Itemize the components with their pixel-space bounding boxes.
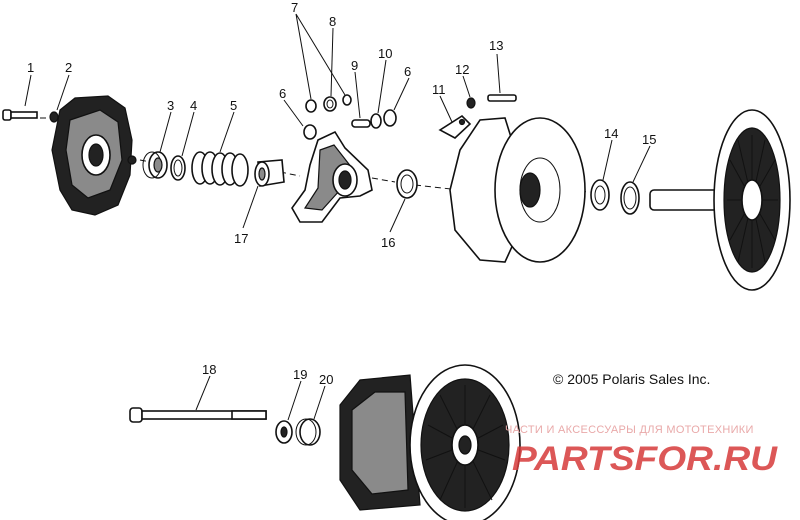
callout-9: 9 <box>351 58 358 73</box>
part-assembled-clutch <box>339 364 521 520</box>
callout-13: 13 <box>489 38 503 53</box>
callout-2: 2 <box>65 60 72 75</box>
callout-20: 20 <box>319 372 333 387</box>
callout-15: 15 <box>642 132 656 147</box>
part-bolt-18 <box>129 407 267 423</box>
watermark-logo-text: PARTSFOR.RU <box>512 440 779 478</box>
callout-19: 19 <box>293 367 307 382</box>
callout-18: 18 <box>202 362 216 377</box>
watermark-tagline: ЧАСТИ И АКСЕССУАРЫ ДЛЯ МОТОТЕХНИКИ <box>505 424 754 436</box>
part-pin-9 <box>351 119 371 128</box>
part-ring-16 <box>396 169 418 199</box>
part-bushing-3 <box>142 151 168 179</box>
part-flyweight-11 <box>438 114 472 139</box>
callout-4: 4 <box>190 98 197 113</box>
part-roller-6-left <box>303 124 317 140</box>
part-ring-4 <box>170 155 186 181</box>
leader-lines <box>24 13 651 421</box>
callout-16: 16 <box>381 235 395 250</box>
callout-11: 11 <box>432 82 446 97</box>
part-washer-7b <box>342 94 352 106</box>
part-washer-2 <box>49 111 59 123</box>
part-spacer-20 <box>295 418 321 446</box>
callout-labels: 1 2 3 4 5 6 7 8 9 10 6 11 12 13 14 15 16… <box>27 0 656 387</box>
part-spider <box>291 130 373 223</box>
copyright-text: © 2005 Polaris Sales Inc. <box>553 371 711 387</box>
part-bolt-1 <box>2 109 38 121</box>
part-ring-15 <box>620 181 640 215</box>
part-bushing-8 <box>323 96 337 112</box>
callout-14: 14 <box>604 126 618 141</box>
watermark-logo: PARTSFOR.RU <box>512 440 779 478</box>
part-washer-10 <box>370 113 382 129</box>
callout-3: 3 <box>167 98 174 113</box>
part-drive-cover <box>51 95 137 216</box>
part-washer-7 <box>305 99 317 113</box>
callout-5: 5 <box>230 98 237 113</box>
part-spring-5 <box>191 151 249 187</box>
callout-6-right: 6 <box>404 64 411 79</box>
part-washer-19 <box>275 420 293 444</box>
part-roller-6-right <box>383 109 397 127</box>
callout-17: 17 <box>234 231 248 246</box>
callout-7: 7 <box>291 0 298 15</box>
part-nut-12 <box>466 97 476 109</box>
part-bushing-14 <box>590 179 610 211</box>
callout-8: 8 <box>329 14 336 29</box>
part-fixed-sheave <box>649 109 791 291</box>
part-pin-13 <box>487 94 517 102</box>
part-moveable-sheave <box>449 117 586 263</box>
callout-10: 10 <box>378 46 392 61</box>
callout-6-left: 6 <box>279 86 286 101</box>
part-collar-17 <box>254 159 285 187</box>
callout-12: 12 <box>455 62 469 77</box>
callout-1: 1 <box>27 60 34 75</box>
